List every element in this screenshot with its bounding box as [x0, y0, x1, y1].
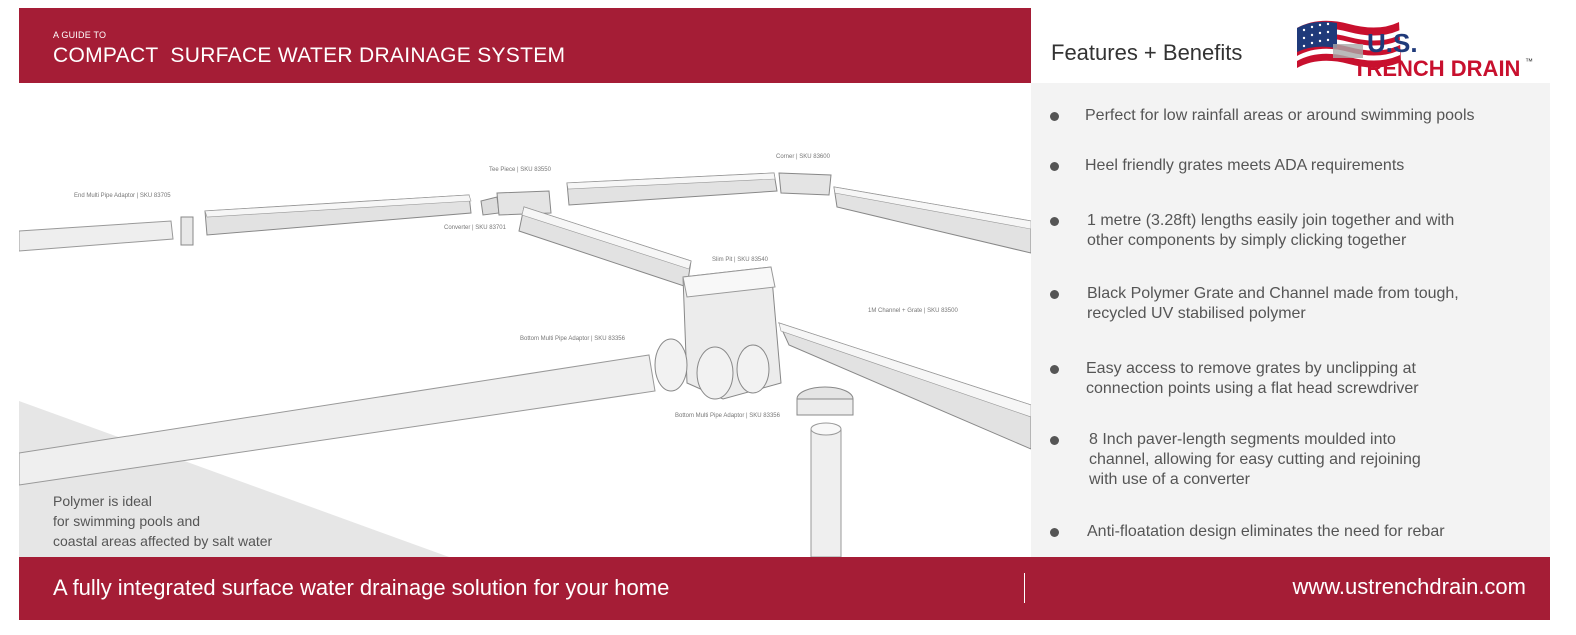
- bullet-icon: [1050, 217, 1059, 226]
- feature-line: Black Polymer Grate and Channel made fro…: [1087, 285, 1459, 302]
- label-channel-grate: 1M Channel + Grate | SKU 83500: [868, 308, 958, 314]
- label-converter: Converter | SKU 83701: [444, 225, 506, 231]
- feature-text: Heel friendly grates meets ADA requireme…: [1085, 156, 1545, 176]
- converter: [480, 196, 500, 216]
- feature-line: 1 metre (3.28ft) lengths easily join tog…: [1087, 212, 1455, 229]
- bullet-icon: [1050, 290, 1059, 299]
- bullet-icon: [1050, 112, 1059, 121]
- bullet-icon: [1050, 162, 1059, 171]
- bullet-icon: [1050, 528, 1059, 537]
- feature-line: connection points using a flat head scre…: [1086, 380, 1419, 397]
- feature-line: 8 Inch paver-length segments moulded int…: [1089, 431, 1396, 448]
- page-title: COMPACT SURFACE WATER DRAINAGE SYSTEM: [53, 44, 566, 67]
- note-line: Polymer is ideal: [53, 493, 152, 509]
- footer-url-link[interactable]: www.ustrenchdrain.com: [1292, 574, 1526, 599]
- label-bottom-adaptor-1: Bottom Multi Pipe Adaptor | SKU 83356: [520, 336, 625, 342]
- end-adaptor: [180, 216, 194, 246]
- corner: [778, 172, 832, 196]
- feature-text: Perfect for low rainfall areas or around…: [1085, 106, 1545, 126]
- features-header: Features + Benefits U.S. TRENCH DRAIN ™: [1031, 8, 1550, 83]
- bottom-adaptor-ring: [654, 338, 688, 392]
- polymer-note: Polymer is ideal for swimming pools and …: [53, 491, 353, 551]
- features-title: Features + Benefits: [1051, 40, 1243, 65]
- feature-line: recycled UV stabilised polymer: [1087, 305, 1306, 322]
- feature-line: Easy access to remove grates by unclippi…: [1086, 360, 1416, 377]
- feature-line: Perfect for low rainfall areas or around…: [1085, 107, 1475, 124]
- bullet-icon: [1050, 365, 1059, 374]
- feature-text: Black Polymer Grate and Channel made fro…: [1087, 284, 1547, 324]
- feature-text: 1 metre (3.28ft) lengths easily join tog…: [1087, 211, 1547, 251]
- note-line: coastal areas affected by salt water: [53, 533, 273, 549]
- vertical-pipe: [810, 428, 842, 557]
- feature-line: other components by simply clicking toge…: [1087, 232, 1407, 249]
- label-bottom-adaptor-2: Bottom Multi Pipe Adaptor | SKU 83356: [675, 413, 780, 419]
- feature-text: Anti-floatation design eliminates the ne…: [1087, 522, 1547, 542]
- header-kicker: A GUIDE TO: [53, 30, 107, 40]
- drainage-system-diagram: [19, 172, 1031, 557]
- note-line: for swimming pools and: [53, 513, 201, 529]
- product-illustration: End Multi Pipe Adaptor | SKU 83705 Tee P…: [19, 83, 1031, 557]
- bullet-icon: [1050, 436, 1059, 445]
- footer-banner: A fully integrated surface water drainag…: [19, 557, 1550, 620]
- feature-line: Heel friendly grates meets ADA requireme…: [1085, 157, 1405, 174]
- footer-tagline: A fully integrated surface water drainag…: [53, 575, 670, 600]
- svg-text:TRENCH DRAIN: TRENCH DRAIN: [1353, 56, 1520, 81]
- features-list: Perfect for low rainfall areas or around…: [1031, 83, 1550, 557]
- tee-piece: [496, 190, 552, 216]
- feature-line: with use of a converter: [1089, 471, 1250, 488]
- long-pipe: [19, 354, 656, 486]
- feature-line: channel, allowing for easy cutting and r…: [1089, 451, 1421, 468]
- label-slim-pit: Slim Pit | SKU 83540: [712, 257, 768, 263]
- label-tee-piece: Tee Piece | SKU 83550: [489, 167, 551, 173]
- footer-divider: [1024, 573, 1025, 603]
- feature-text: Easy access to remove grates by unclippi…: [1086, 359, 1546, 399]
- feature-text: 8 Inch paver-length segments moulded int…: [1089, 430, 1549, 490]
- label-end-adaptor: End Multi Pipe Adaptor | SKU 83705: [74, 193, 171, 199]
- feature-line: Anti-floatation design eliminates the ne…: [1087, 523, 1445, 540]
- left-pipe: [19, 220, 174, 252]
- label-corner: Corner | SKU 83600: [776, 154, 830, 160]
- svg-text:™: ™: [1525, 57, 1533, 66]
- svg-text:U.S.: U.S.: [1367, 28, 1418, 58]
- us-flag-logo-icon: U.S. TRENCH DRAIN ™: [1297, 20, 1533, 81]
- header-banner: A GUIDE TO COMPACT SURFACE WATER DRAINAG…: [19, 8, 1031, 83]
